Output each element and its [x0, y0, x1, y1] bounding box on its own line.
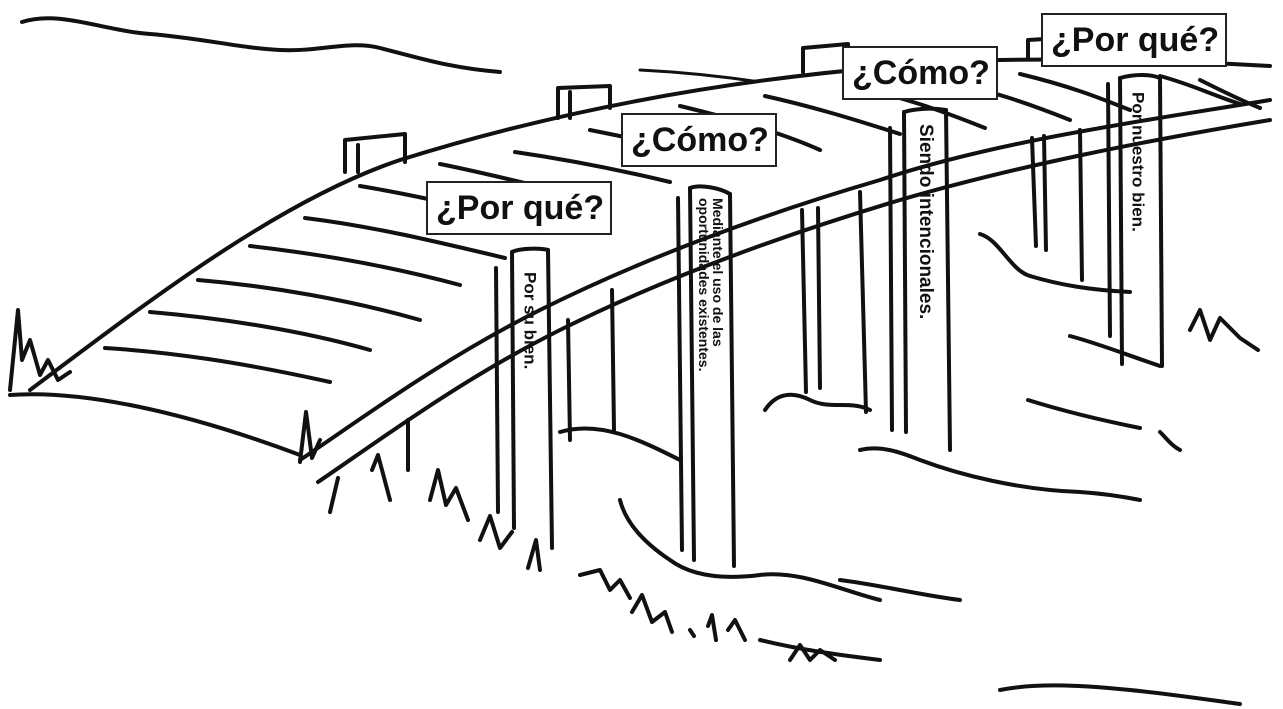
post-text-por-nuestro-bien: Por nuestro bien. [1128, 92, 1148, 232]
support-piles [406, 128, 1084, 472]
post-text-mediante: Mediante el uso de las oportunidades exi… [696, 198, 730, 438]
far-bank-line [20, 16, 502, 74]
water-lines [558, 232, 1242, 706]
far-bank-line-right [638, 68, 762, 84]
sign-posts [494, 73, 1164, 568]
grass-tufts [8, 308, 1260, 662]
post-text-siendo-intencionales: Siendo intencionales. [914, 124, 936, 320]
deck-front-edge-lower [316, 118, 1272, 484]
sign-how-2: ¿Cómo? [842, 46, 998, 100]
post-text-mediante-line1: Mediante el uso de las [710, 198, 727, 347]
post-text-por-su-bien: Por su bien. [520, 272, 540, 370]
sign-why-2: ¿Por qué? [1041, 13, 1227, 67]
deck-left-end [8, 392, 302, 457]
sign-how-1: ¿Cómo? [621, 113, 777, 167]
sign-why-1: ¿Por qué? [426, 181, 612, 235]
post-text-mediante-line2: oportunidades existentes. [696, 198, 713, 372]
